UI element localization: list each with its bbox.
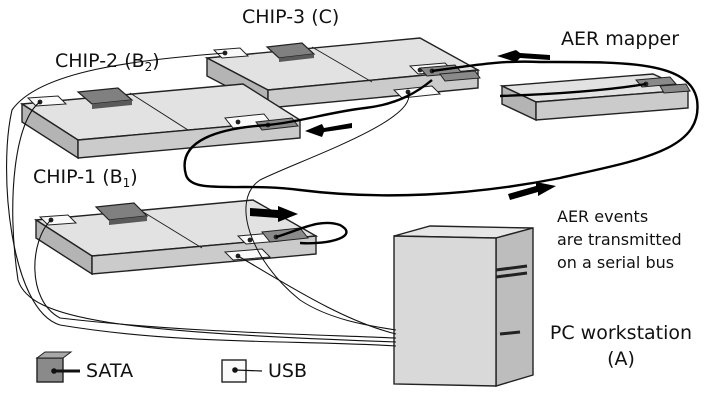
chip1-role-subscript: 1 (122, 176, 131, 190)
aer-events-line-1: AER events (557, 207, 649, 226)
chip3-board (204, 37, 481, 110)
aer-events-line-2: are transmitted (557, 230, 682, 249)
chip2-role: (B2) (124, 50, 160, 74)
chip3-role: (C) (311, 6, 340, 28)
aer-mapper-label: AER mapper (561, 28, 680, 50)
pc-workstation-role: (A) (607, 348, 635, 370)
chip3-usb-port-icon (212, 47, 250, 59)
event-flow-arrows (250, 50, 556, 222)
chip1-role: (B1) (102, 166, 138, 190)
chip2-label: CHIP-2 (B2) (55, 50, 160, 74)
usb-cables (6, 52, 410, 347)
arrow-to-chip2-icon (305, 123, 352, 137)
chip1-label: CHIP-1 (B1) (33, 166, 138, 190)
chip2-role-subscript: 2 (144, 60, 153, 74)
legend-usb-label: USB (268, 360, 308, 382)
legend-usb-swatch (221, 359, 263, 383)
pc-workstation-name: PC workstation (549, 322, 693, 344)
chip2-role-open: (B (124, 50, 145, 72)
aer-mapper-board (499, 73, 691, 122)
pc-workstation-label: PC workstation (A) (537, 320, 705, 372)
legend-sata-swatch (35, 351, 80, 383)
chip2-role-close: ) (152, 50, 160, 72)
legend-sata-label: SATA (86, 360, 134, 382)
chip3-label: CHIP-3 (C) (242, 6, 339, 28)
chip2-board (19, 83, 303, 160)
aer-events-note: AER events are transmitted on a serial b… (557, 205, 682, 274)
chip1-role-close: ) (130, 166, 138, 188)
aer-events-line-3: on a serial bus (557, 253, 675, 272)
chip3-name: CHIP-3 (242, 6, 306, 28)
pc-workstation-icon (393, 225, 534, 387)
arrow-from-chip1-icon (508, 182, 556, 200)
arrow-to-aer-mapper-icon (497, 50, 550, 62)
chip1-name: CHIP-1 (33, 166, 97, 188)
sata-serial-bus-cable (183, 60, 699, 245)
chip2-name: CHIP-2 (55, 50, 119, 72)
chip1-role-open: (B (102, 166, 123, 188)
arrow-to-chip1-icon (250, 206, 298, 222)
